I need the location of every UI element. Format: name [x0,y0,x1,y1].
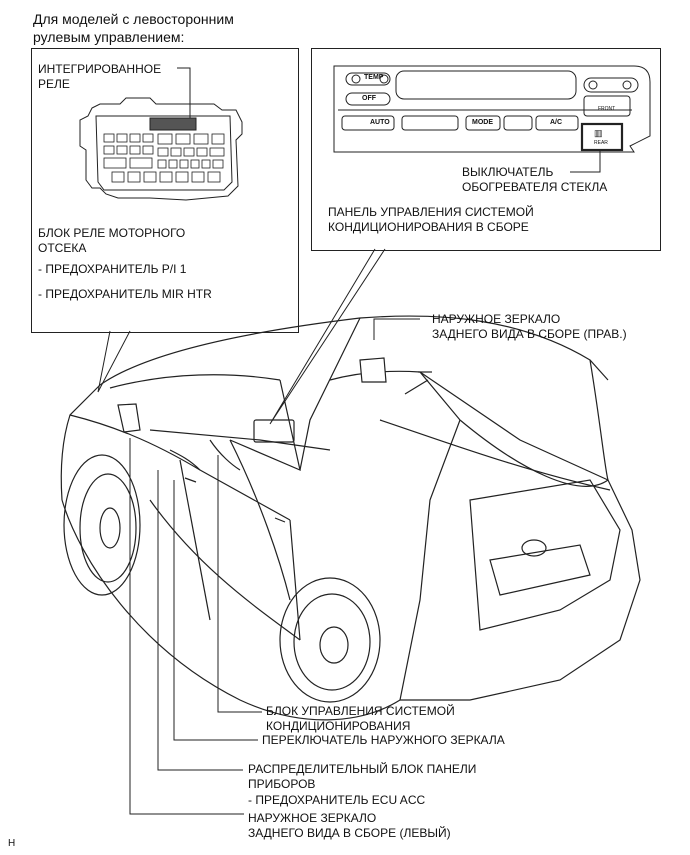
ac-panel-drawing [333,65,651,153]
mode-label: MODE [472,119,493,126]
fuse-pi1-label: - ПРЕДОХРАНИТЕЛЬ P/I 1 [38,262,187,276]
engine-relay-block-label-1: БЛОК РЕЛЕ МОТОРНОГО [38,226,186,240]
header-line-1: Для моделей с левосторонним [33,11,234,27]
defogger-switch-label-1: ВЫКЛЮЧАТЕЛЬ [462,165,554,179]
front-label: FRONT [598,106,616,112]
right-mirror-label-2: ЗАДНЕГО ВИДА В СБОРЕ (ПРАВ.) [432,327,627,341]
rear-label: REAR [594,140,608,146]
right-mirror-label-1: НАРУЖНОЕ ЗЕРКАЛО [432,312,561,326]
header-line-2: рулевым управлением: [33,29,185,45]
junction-block-label-2: ПРИБОРОВ [248,777,316,791]
defogger-switch-label-2: ОБОГРЕВАТЕЛЯ СТЕКЛА [462,180,608,194]
fuse-mir-htr-label: - ПРЕДОХРАНИТЕЛЬ MIR HTR [38,287,212,301]
temp-label: TEMP [364,74,384,81]
junction-block-label-1: РАСПРЕДЕЛИТЕЛЬНЫЙ БЛОК ПАНЕЛИ [248,762,477,776]
fuse-ecu-acc-label: - ПРЕДОХРАНИТЕЛЬ ECU ACC [248,793,426,807]
figure-code: H [8,838,16,849]
ac-ecu-label-2: КОНДИЦИОНИРОВАНИЯ [266,719,411,733]
integrated-relay-label-2: РЕЛЕ [38,77,70,91]
mirror-switch-label: ПЕРЕКЛЮЧАТЕЛЬ НАРУЖНОГО ЗЕРКАЛА [262,733,505,747]
auto-label: AUTO [370,119,390,126]
ac-panel-label-1: ПАНЕЛЬ УПРАВЛЕНИЯ СИСТЕМОЙ [328,205,534,219]
ac-label: A/C [550,119,563,126]
ac-ecu-label-1: БЛОК УПРАВЛЕНИЯ СИСТЕМОЙ [266,704,455,718]
left-mirror-label-1: НАРУЖНОЕ ЗЕРКАЛО [248,811,377,825]
integrated-relay-label-1: ИНТЕГРИРОВАННОЕ [38,62,162,76]
engine-relay-block-label-2: ОТСЕКА [38,241,87,255]
car-illustration [60,315,641,721]
off-label: OFF [362,95,376,102]
left-mirror-label-2: ЗАДНЕГО ВИДА В СБОРЕ (ЛЕВЫЙ) [248,826,451,840]
rear-defogger-icon: ▥ [594,128,603,138]
ac-panel-label-2: КОНДИЦИОНИРОВАНИЯ В СБОРЕ [328,220,529,234]
relay-block-icon [79,97,243,201]
